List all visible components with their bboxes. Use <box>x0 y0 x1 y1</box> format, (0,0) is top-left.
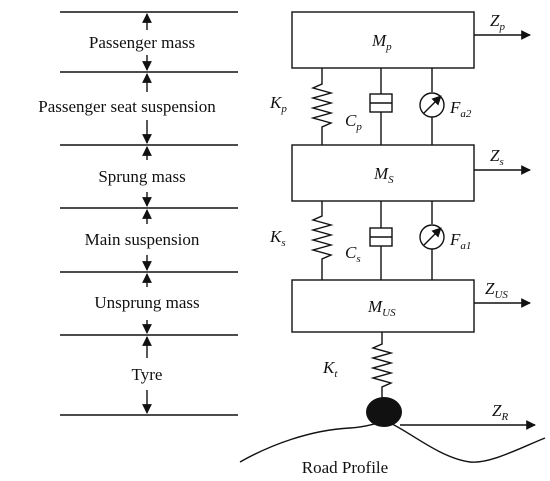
kt-label: Kt <box>322 358 338 380</box>
cs-label: Cs <box>345 243 361 265</box>
fa1-label: Fa1 <box>449 230 471 252</box>
passenger-mass-label: Mp <box>371 31 392 53</box>
displacement-arrows <box>400 30 536 430</box>
unsprung-mass-block <box>291 279 475 333</box>
layer-label-sprung-mass: Sprung mass <box>98 167 185 186</box>
unsprung-mass-label: MUS <box>367 297 396 319</box>
sprung-mass-block <box>291 144 475 202</box>
seat-spring <box>310 68 334 145</box>
layer-label-main-suspension: Main suspension <box>85 230 200 249</box>
zs-label: Zs <box>490 146 504 168</box>
main-damper <box>369 201 393 280</box>
main-spring <box>310 201 334 280</box>
main-actuator <box>419 201 445 280</box>
zus-label: ZUS <box>485 279 508 301</box>
layer-label-tyre: Tyre <box>132 365 163 384</box>
kp-label: Kp <box>269 93 287 115</box>
zp-label: Zp <box>490 11 505 33</box>
seat-damper <box>369 68 393 145</box>
ks-label: Ks <box>269 227 286 249</box>
road-profile-curve <box>239 421 546 463</box>
sprung-mass-label: MS <box>373 164 394 186</box>
cp-label: Cp <box>345 111 362 133</box>
tyre-contact-wheel <box>366 397 402 427</box>
layer-label-passenger-mass: Passenger mass <box>89 33 195 52</box>
road-profile-label: Road Profile <box>302 458 388 477</box>
zr-label: ZR <box>492 401 508 423</box>
layer-label-seat-suspension: Passenger seat suspension <box>38 97 216 116</box>
layer-label-unsprung-mass: Unsprung mass <box>94 293 199 312</box>
fa2-label: Fa2 <box>449 98 472 120</box>
passenger-mass-block <box>291 11 475 69</box>
tyre-spring <box>370 332 394 398</box>
layer-boundaries <box>60 11 238 416</box>
seat-actuator <box>419 68 445 145</box>
